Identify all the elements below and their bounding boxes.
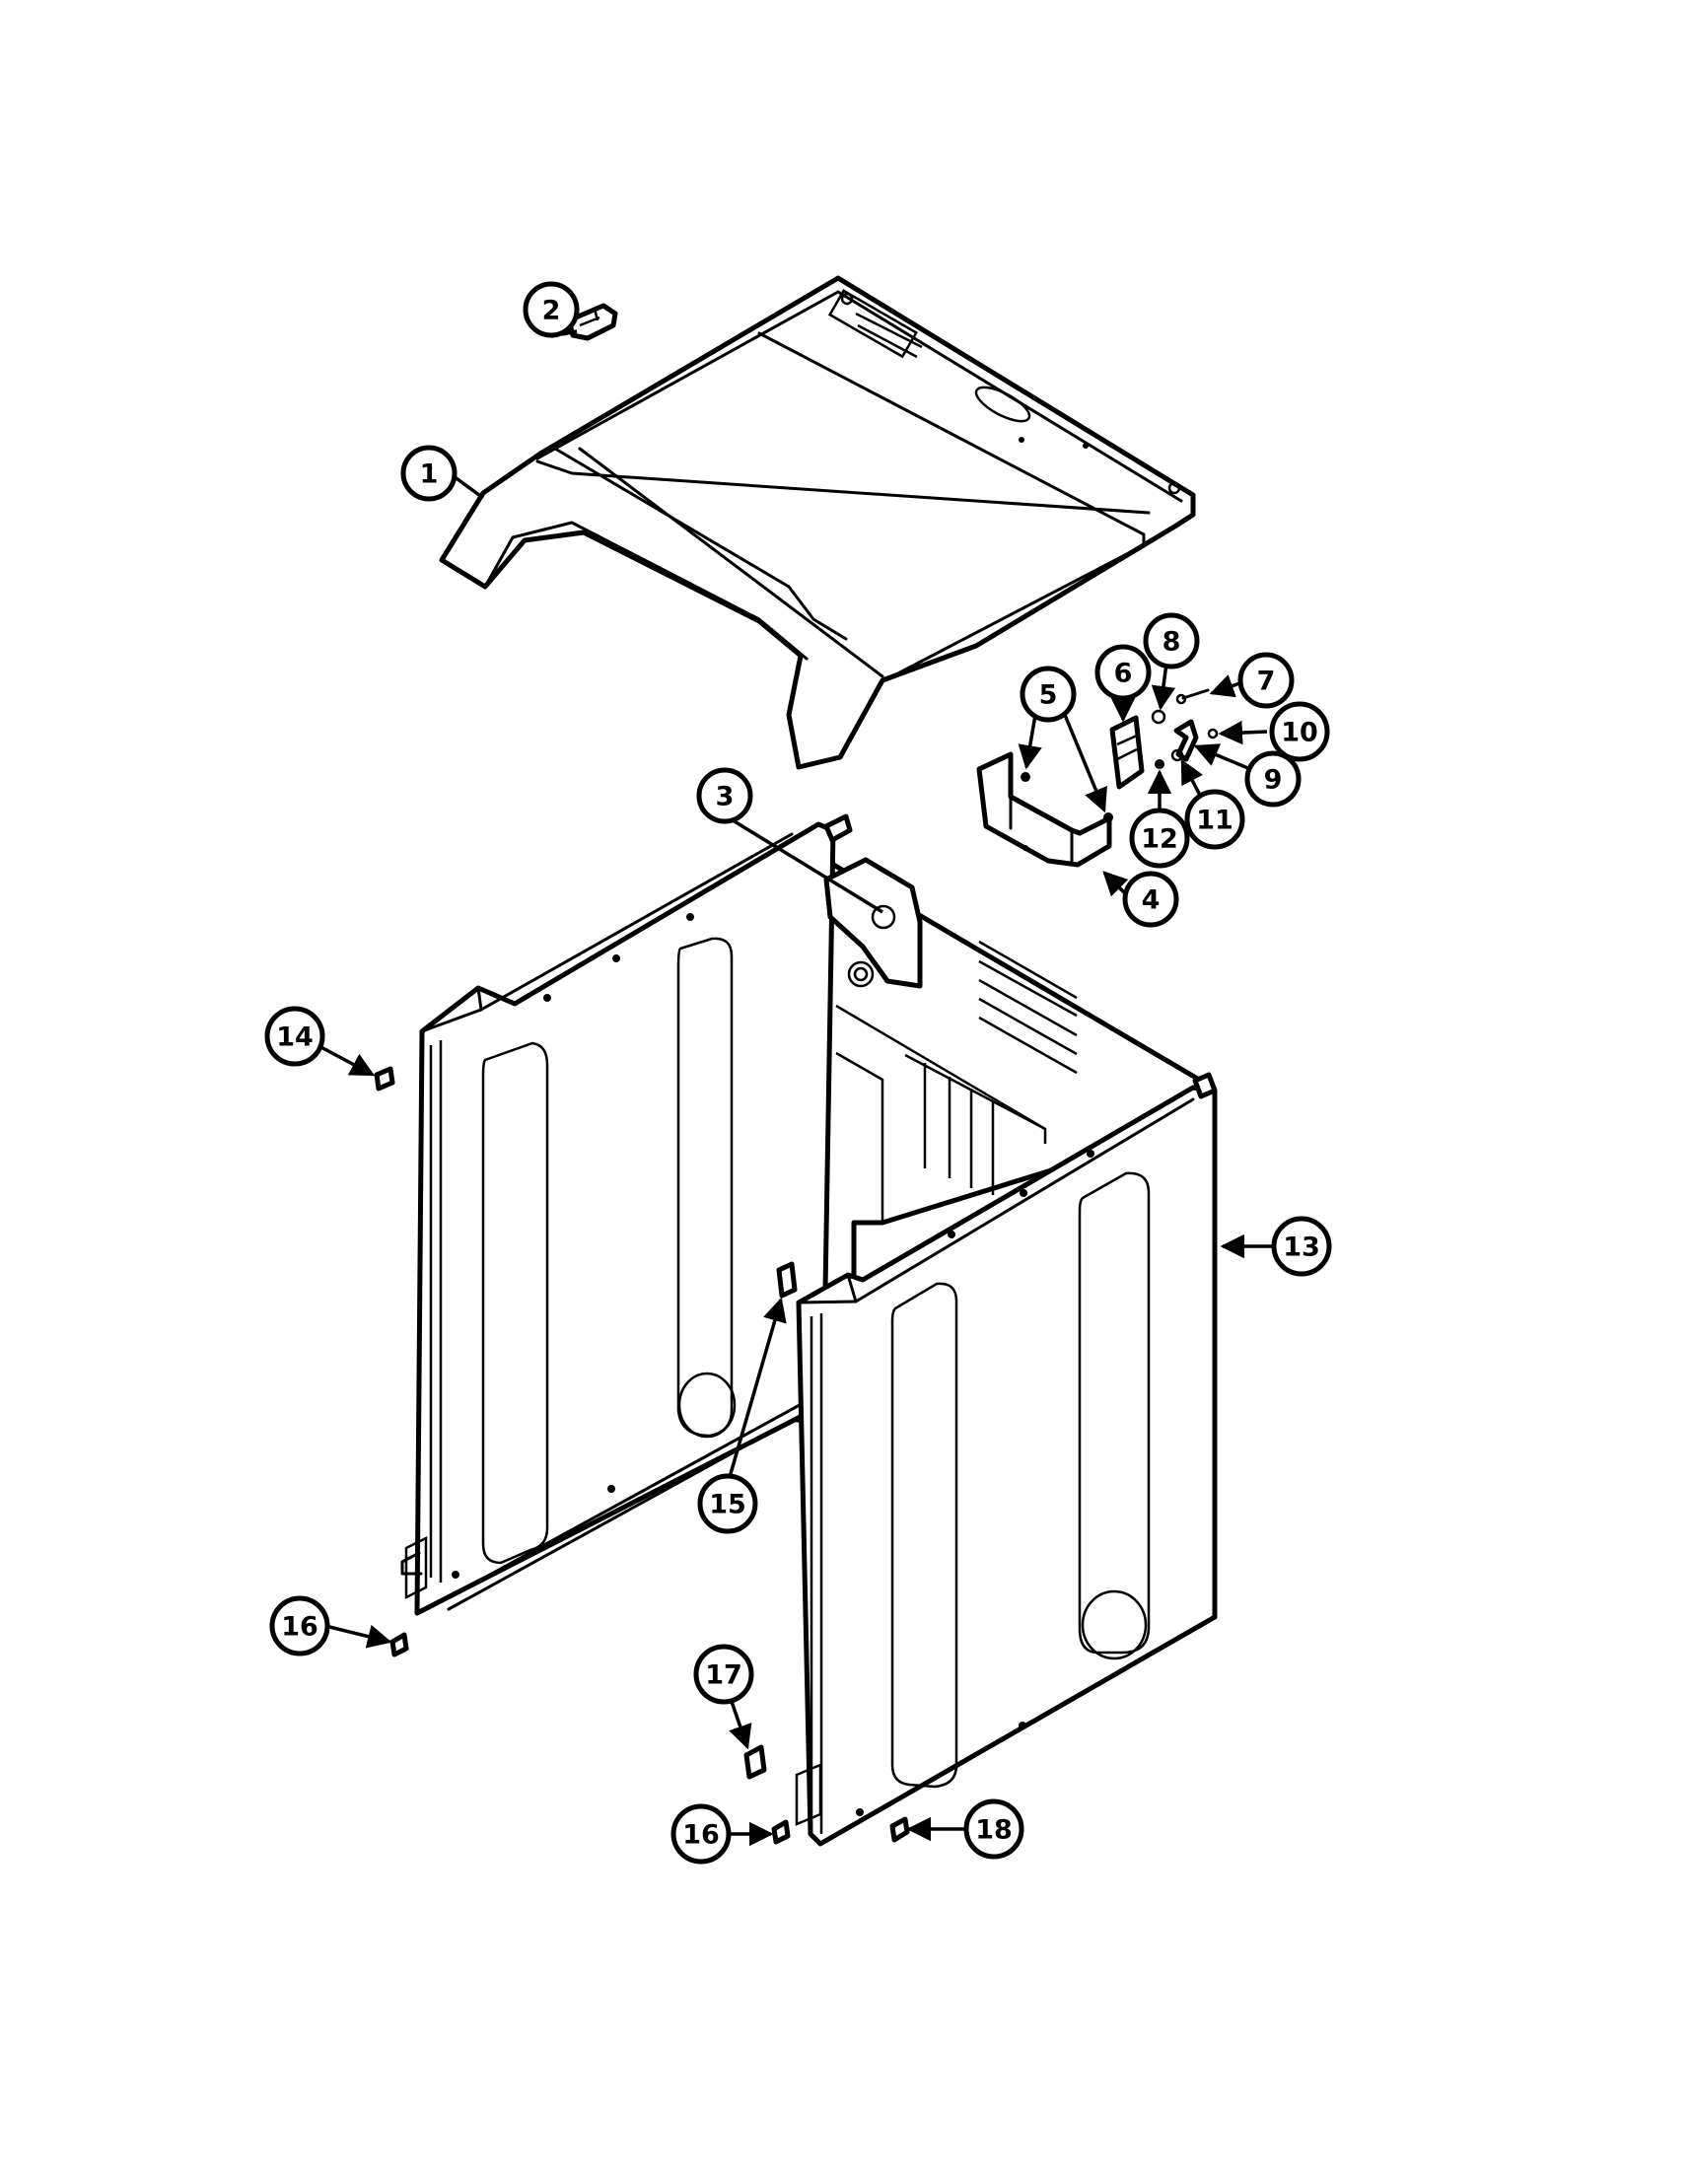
callout-10: 10 <box>1269 701 1330 762</box>
callout-16-right: 16 <box>670 1803 732 1865</box>
callout-15: 15 <box>697 1473 758 1534</box>
callout-14: 14 <box>264 1006 325 1067</box>
callout-2-label: 2 <box>542 296 561 326</box>
callout-18-label: 18 <box>975 1815 1013 1846</box>
callout-9: 9 <box>1244 750 1302 808</box>
callout-7-label: 7 <box>1257 667 1276 697</box>
callout-13: 13 <box>1271 1216 1332 1277</box>
top-panel-part <box>439 275 1196 770</box>
small-hardware-parts <box>374 1066 910 1845</box>
callout-16-left-label: 16 <box>281 1612 318 1643</box>
callout-7: 7 <box>1237 652 1295 709</box>
callout-4: 4 <box>1122 871 1179 928</box>
callout-12: 12 <box>1129 808 1190 869</box>
leader-lines <box>315 314 1275 1847</box>
callout-16-right-label: 16 <box>682 1820 720 1851</box>
callout-18: 18 <box>963 1798 1024 1860</box>
callout-1: 1 <box>400 445 458 502</box>
callout-5-label: 5 <box>1039 680 1058 711</box>
cabinet-body <box>400 813 1218 1847</box>
callout-3: 3 <box>696 767 753 824</box>
callout-6-label: 6 <box>1114 659 1133 689</box>
callout-17-label: 17 <box>705 1660 742 1691</box>
switch-hardware-parts <box>1151 688 1219 769</box>
callout-13-label: 13 <box>1283 1233 1320 1263</box>
callout-5: 5 <box>1020 666 1077 723</box>
callout-17: 17 <box>693 1644 754 1705</box>
callout-15-label: 15 <box>709 1490 746 1520</box>
callout-8: 8 <box>1143 612 1200 669</box>
callout-10-label: 10 <box>1281 718 1318 748</box>
callout-11: 11 <box>1184 789 1245 850</box>
callout-8-label: 8 <box>1163 627 1181 658</box>
callout-2: 2 <box>523 281 580 338</box>
callout-11-label: 11 <box>1196 806 1233 836</box>
callout-9-label: 9 <box>1264 765 1283 796</box>
callout-3-label: 3 <box>716 782 735 812</box>
callout-14-label: 14 <box>276 1022 314 1053</box>
lid-switch-bracket-part <box>976 751 1113 868</box>
lid-switch-part <box>1109 715 1145 790</box>
callout-4-label: 4 <box>1142 885 1161 916</box>
callout-16-left: 16 <box>269 1595 330 1656</box>
callout-1-label: 1 <box>420 459 439 490</box>
callout-12-label: 12 <box>1141 824 1178 855</box>
callout-6: 6 <box>1094 644 1152 701</box>
